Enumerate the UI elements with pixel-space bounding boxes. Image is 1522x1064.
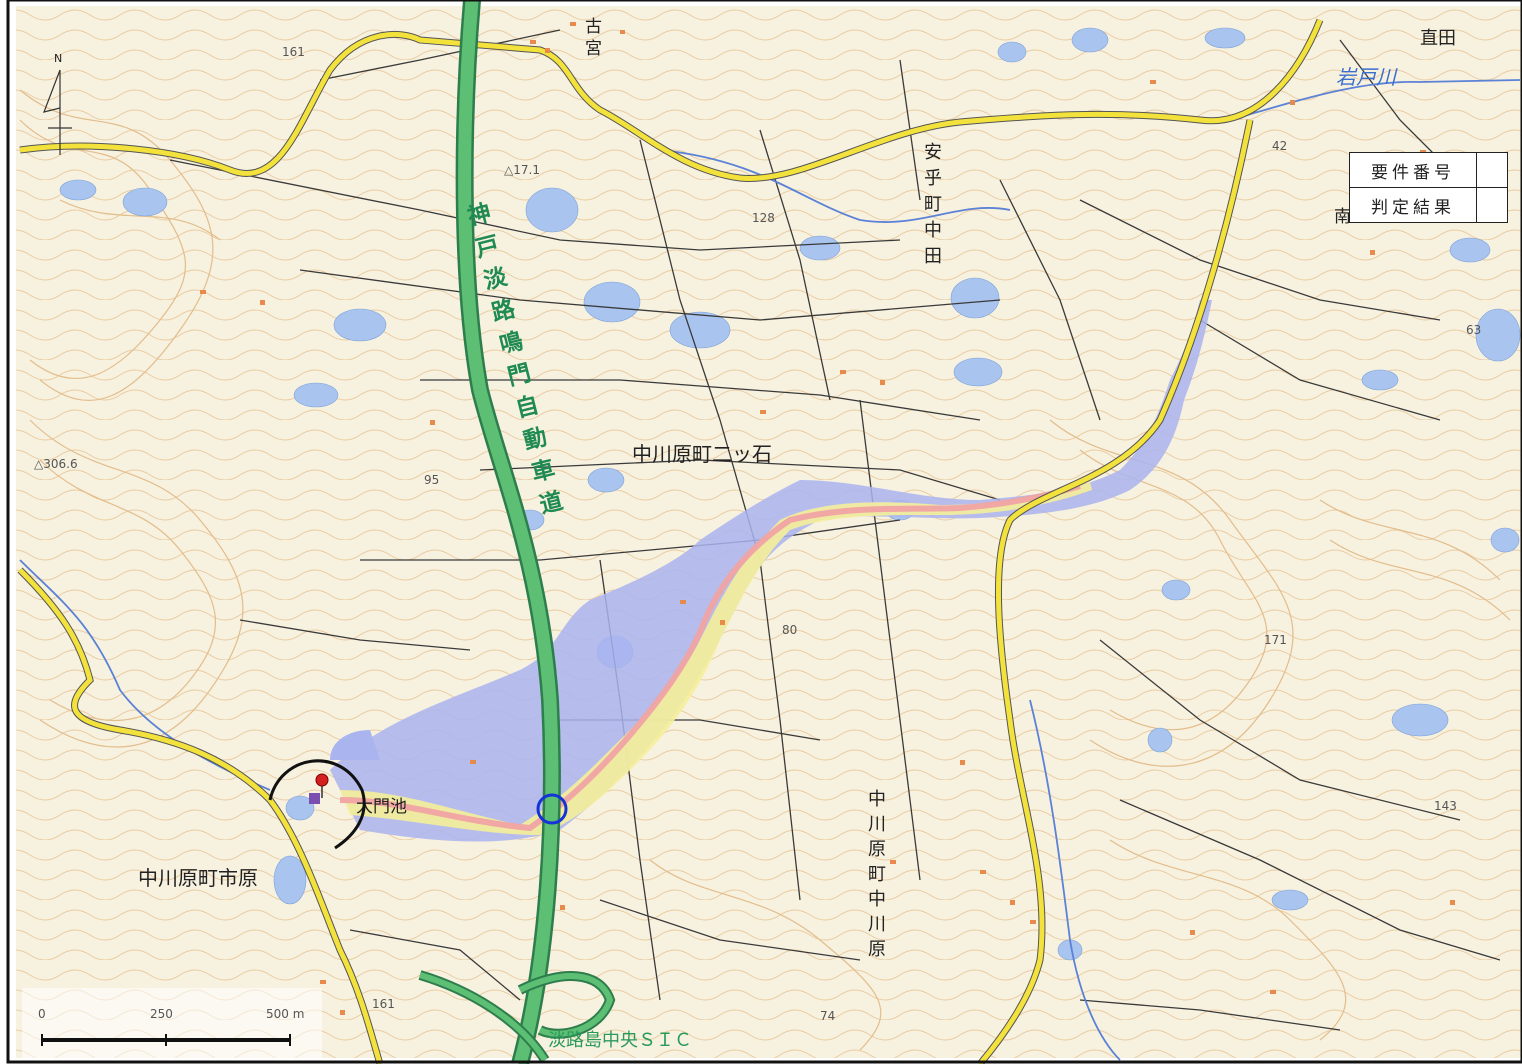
svg-text:95: 95 <box>424 473 439 487</box>
place-label-nakagawara-nakagawara: 中川原町中川原 <box>868 789 886 960</box>
svg-text:△17.1: △17.1 <box>504 163 540 177</box>
major-roads <box>17 18 1324 1064</box>
judgment-result-label: 判定結果 <box>1349 187 1477 223</box>
red-pin-icon[interactable] <box>315 773 329 787</box>
info-row-requirement-number: 要件番号 <box>1349 152 1508 188</box>
place-label-ateicho-nakata: 安乎町中田 <box>924 142 942 267</box>
scale-bar: 0 250 500 m <box>22 988 322 1058</box>
rivers <box>19 79 1521 1061</box>
terrain-hills <box>19 89 1511 1051</box>
place-label-oomon-pond: 大門池 <box>356 797 407 817</box>
interchange-label: 淡路島中央ＳＩＣ <box>548 1030 692 1051</box>
info-row-judgment-result: 判定結果 <box>1349 187 1508 223</box>
north-label: N <box>54 52 62 65</box>
requirement-number-value <box>1476 152 1508 188</box>
svg-text:42: 42 <box>1272 139 1287 153</box>
svg-text:161: 161 <box>372 997 395 1011</box>
place-label-nakagawara-futatsuishi: 中川原町二ッ石 <box>632 442 772 466</box>
place-label-nakagawara-ichihara: 中川原町市原 <box>138 866 258 890</box>
place-label-furumiya: 古宮 <box>585 17 602 59</box>
svg-text:74: 74 <box>820 1009 835 1023</box>
svg-text:△306.6: △306.6 <box>34 457 78 471</box>
svg-text:63: 63 <box>1466 323 1481 337</box>
blue-circle-marker-icon[interactable] <box>536 793 568 825</box>
start-point-arc-icon <box>268 759 366 850</box>
svg-text:250: 250 <box>150 1007 173 1021</box>
svg-text:0: 0 <box>38 1007 46 1021</box>
ponds <box>59 27 1521 961</box>
svg-text:80: 80 <box>782 623 797 637</box>
place-label-iwato-river: 岩戸川 <box>1336 65 1398 89</box>
svg-text:128: 128 <box>752 211 775 225</box>
place-label-naota: 直田 <box>1420 28 1456 49</box>
requirement-number-label: 要件番号 <box>1349 152 1477 188</box>
north-arrow-icon <box>43 69 72 155</box>
info-table: 要件番号 判定結果 <box>1349 152 1508 223</box>
svg-text:171: 171 <box>1264 633 1287 647</box>
svg-text:143: 143 <box>1434 799 1457 813</box>
judgment-result-value <box>1476 187 1508 223</box>
expressway <box>418 0 616 1064</box>
map-border <box>6 0 1522 1064</box>
start-point-tag-icon <box>309 793 320 804</box>
minor-roads <box>169 29 1501 1031</box>
svg-text:161: 161 <box>282 45 305 59</box>
elevation-labels: 161 △306.6 95 80 128 △17.1 74 171 143 42… <box>34 45 1481 1023</box>
place-label-minami: 南 <box>1334 207 1351 227</box>
svg-text:500 m: 500 m <box>266 1007 304 1021</box>
